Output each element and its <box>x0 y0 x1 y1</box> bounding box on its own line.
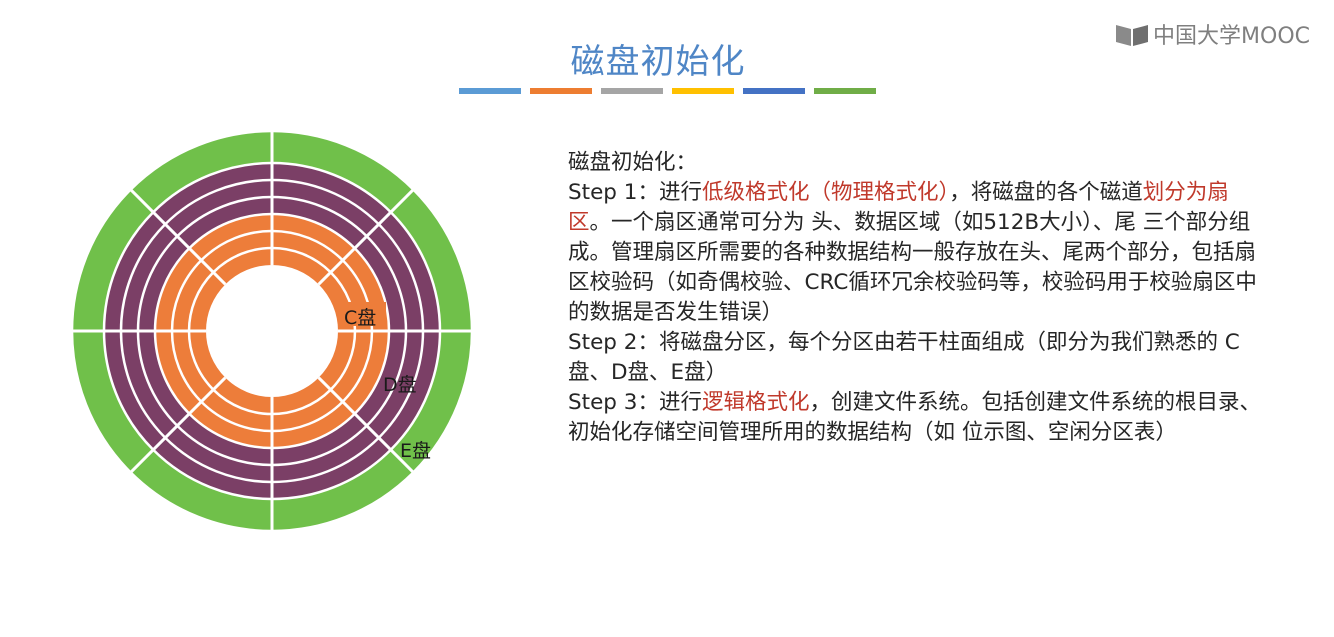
partition-label-c: C盘 <box>344 307 377 329</box>
disk-center-hole <box>206 265 338 397</box>
slide-title: 磁盘初始化 <box>570 42 746 82</box>
step-1-mid: ，将磁盘的各个磁道 <box>949 180 1143 205</box>
partition-label-d: D盘 <box>383 374 417 396</box>
sector-separator <box>317 187 416 286</box>
low-level-format-highlight: 低级格式化（物理格式化） <box>701 180 950 205</box>
step-1-rest: 。一个扇区通常可分为 头、数据区域（如512B大小）、尾 三个部分组成。管理扇区… <box>568 210 1257 325</box>
step-3-rest: ，创建文件系统。包括创建文件系统的根目录、初始化存储空间管理所用的数据结构（如 … <box>568 390 1261 445</box>
color-bar <box>814 88 876 94</box>
color-bar <box>530 88 592 94</box>
title-color-bars <box>459 88 876 94</box>
sector-separator <box>128 376 227 475</box>
description-text: 磁盘初始化： Step 1：进行低级格式化（物理格式化），将磁盘的各个磁道划分为… <box>568 148 1268 448</box>
color-bar <box>459 88 521 94</box>
mooc-logo: 中国大学MOOC <box>1115 18 1310 50</box>
label-c-bg <box>340 302 386 326</box>
color-bar <box>601 88 663 94</box>
sector-separator <box>128 187 227 286</box>
sector-separator <box>317 376 416 475</box>
logical-format-highlight: 逻辑格式化 <box>701 390 810 415</box>
step-3: Step 3：进行逻辑格式化，创建文件系统。包括创建文件系统的根目录、初始化存储… <box>568 388 1268 448</box>
disk-diagram <box>70 129 474 533</box>
step-1-prefix: Step 1：进行 <box>568 180 702 205</box>
book-icon <box>1116 25 1149 46</box>
step-2: Step 2：将磁盘分区，每个分区由若干柱面组成（即分为我们熟悉的 C盘、D盘、… <box>568 330 1240 385</box>
divide-sectors-highlight: 划分为扇区 <box>568 180 1229 235</box>
logo-text: 中国大学MOOC <box>1153 24 1310 49</box>
step-3-prefix: Step 3：进行 <box>568 390 702 415</box>
color-bar <box>743 88 805 94</box>
text-heading: 磁盘初始化： <box>568 150 698 175</box>
partition-label-e: E盘 <box>400 440 432 462</box>
step-1: Step 1：进行低级格式化（物理格式化），将磁盘的各个磁道划分为扇区。一个扇区… <box>568 178 1268 328</box>
color-bar <box>672 88 734 94</box>
